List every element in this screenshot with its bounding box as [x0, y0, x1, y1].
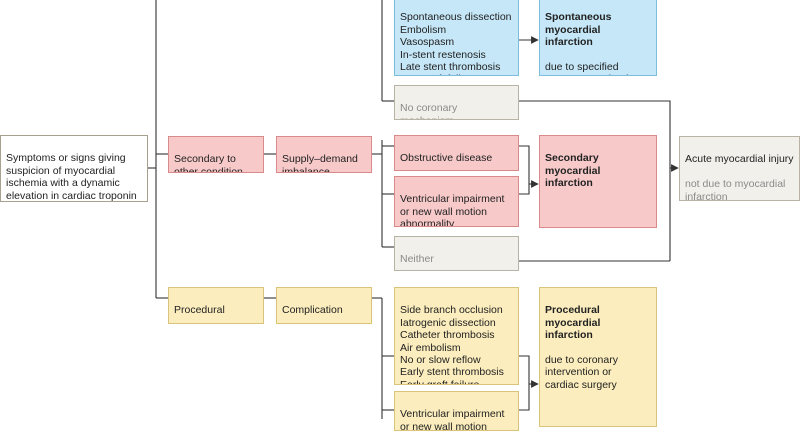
spontaneous-causes-text: Spontaneous dissection Embolism Vasospas…	[400, 11, 512, 75]
complication-text: Complication	[282, 304, 343, 317]
ventricular-impairment-box: Ventricular impairment or new wall motio…	[394, 176, 519, 227]
no-coronary-mechanism-box: No coronary mechanism	[394, 85, 519, 120]
procedural-mi-box: Procedural myocardial infarction due to …	[539, 287, 657, 427]
secondary-mi-title: Secondary myocardial infarction	[545, 152, 601, 190]
symptoms-box: Symptoms or signs giving suspicion of my…	[0, 135, 148, 202]
supply-demand-box: Supply–demand imbalance	[276, 136, 372, 173]
no-coronary-to-injury	[519, 100, 671, 261]
secondary-mi-box: Secondary myocardial infarction	[539, 135, 657, 228]
secondary-to-other-condition-box: Secondary to other condition	[168, 136, 264, 173]
procedural-ventricular-connector	[519, 384, 530, 411]
supply-demand-text: Supply–demand imbalance	[282, 153, 358, 173]
obstructive-disease-text: Obstructive disease	[400, 152, 493, 165]
procedural-box: Procedural	[168, 287, 264, 324]
acute-myocardial-injury-box: Acute myocardial injury not due to myoca…	[679, 136, 800, 201]
procedural-causes-text: Side branch occlusion Iatrogenic dissect…	[400, 304, 504, 385]
procedural-causes-box: Side branch occlusion Iatrogenic dissect…	[394, 287, 519, 385]
ventricular-impairment-procedural-text: Ventricular impairment or new wall motio…	[400, 408, 505, 431]
ventricular-connector	[519, 184, 530, 195]
connector-lines	[147, 0, 679, 419]
procedural-causes-connector	[519, 355, 530, 384]
acute-injury-detail: not due to myocardial infarction	[685, 178, 786, 201]
neither-box: Neither	[394, 236, 519, 271]
ventricular-impairment-procedural-box: Ventricular impairment or new wall motio…	[394, 391, 519, 431]
no-coronary-mechanism-text: No coronary mechanism	[400, 102, 458, 119]
spontaneous-mi-title: Spontaneous myocardial infarction	[545, 11, 612, 49]
spontaneous-causes-box: Spontaneous dissection Embolism Vasospas…	[394, 0, 519, 76]
secondary-to-other-condition-text: Secondary to other condition	[174, 153, 243, 173]
symptoms-text: Symptoms or signs giving suspicion of my…	[6, 152, 137, 202]
complication-box: Complication	[276, 287, 372, 324]
spontaneous-mi-detail: due to specified coronary mechanism	[545, 61, 642, 75]
obstructive-disease-box: Obstructive disease	[394, 135, 519, 171]
procedural-mi-title: Procedural myocardial infarction	[545, 304, 601, 342]
ventricular-impairment-text: Ventricular impairment or new wall motio…	[400, 193, 505, 227]
procedural-mi-detail: due to coronary intervention or cardiac …	[545, 354, 618, 391]
procedural-text: Procedural	[174, 304, 225, 317]
neither-text: Neither	[400, 253, 434, 266]
acute-injury-title: Acute myocardial injury	[685, 153, 794, 166]
spontaneous-mi-box: Spontaneous myocardial infarction due to…	[539, 0, 657, 76]
obstructive-connector	[519, 145, 530, 184]
